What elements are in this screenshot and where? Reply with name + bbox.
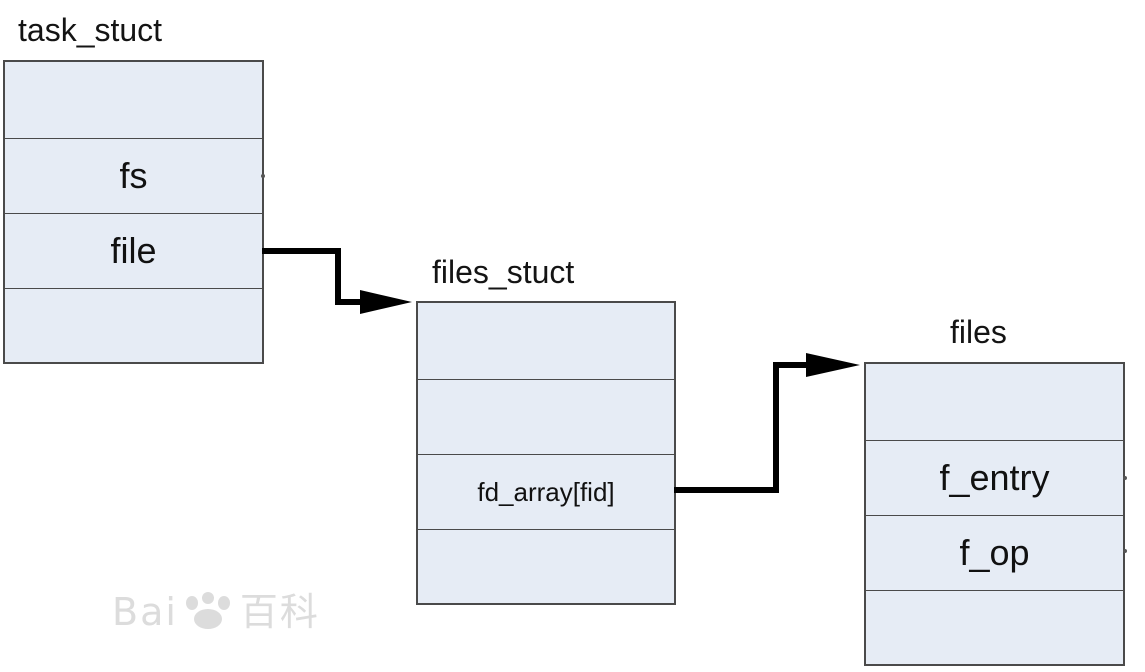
files-field-f-op-label: f_op bbox=[959, 532, 1030, 573]
files-struct-field-fd-array-label: fd_array[fid] bbox=[477, 477, 615, 507]
task-struct-field-fs-label: fs bbox=[119, 155, 148, 196]
task-struct-box: fs file bbox=[3, 60, 264, 364]
files-field-f-op: f_op bbox=[866, 515, 1123, 590]
files-struct-field-3 bbox=[418, 529, 674, 605]
task-struct-field-3 bbox=[5, 288, 262, 364]
stub-dot-f-op bbox=[1123, 549, 1127, 553]
stub-dot-fs bbox=[261, 174, 265, 178]
paw-logo-icon bbox=[185, 592, 230, 629]
task-struct-title: task_stuct bbox=[18, 12, 163, 48]
files-field-f-entry: f_entry bbox=[866, 440, 1123, 515]
files-struct-title: files_stuct bbox=[432, 254, 575, 290]
files-field-3 bbox=[866, 590, 1123, 666]
watermark-logo: Bai 百科 bbox=[112, 590, 320, 634]
watermark-text-left: Bai bbox=[112, 590, 178, 634]
task-struct-field-file: file bbox=[5, 213, 262, 288]
files-struct-field-fd-array: fd_array[fid] bbox=[418, 454, 674, 529]
arrow-head-fd-array-to-files bbox=[806, 353, 860, 377]
files-struct-field-1 bbox=[418, 379, 674, 454]
files-struct-box: fd_array[fid] bbox=[416, 301, 676, 605]
files-box: f_entry f_op bbox=[864, 362, 1125, 666]
arrow-file-to-files-struct bbox=[262, 248, 372, 305]
task-struct-field-file-label: file bbox=[110, 230, 157, 271]
stub-dot-f-entry bbox=[1123, 476, 1127, 480]
arrow-head-file-to-files-struct bbox=[360, 290, 412, 314]
files-field-f-entry-label: f_entry bbox=[939, 457, 1050, 498]
watermark-text-right: 百科 bbox=[239, 590, 320, 634]
arrow-fd-array-to-files bbox=[674, 362, 820, 493]
files-title: files bbox=[950, 314, 1007, 350]
task-struct-field-fs: fs bbox=[5, 138, 262, 213]
